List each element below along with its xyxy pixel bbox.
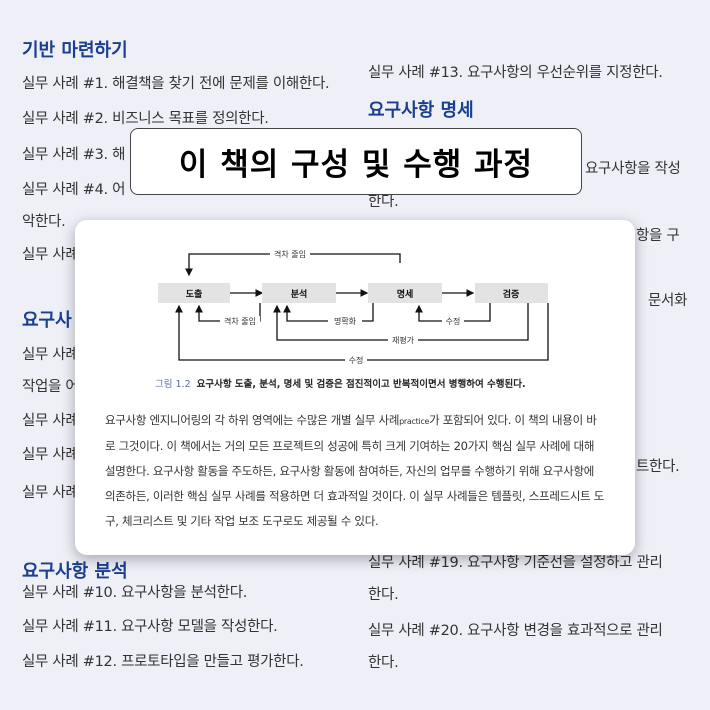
practice-item: 요구사항을 작성 bbox=[585, 161, 681, 177]
practice-item: 실무 사례 #3. 해 bbox=[22, 147, 126, 163]
edge-label: 수정 bbox=[349, 355, 364, 365]
diagram-boxes bbox=[158, 283, 548, 303]
practice-item: 실무 사례 #19. 요구사항 기준선을 설정하고 관리 bbox=[368, 555, 663, 571]
body-paragraph: 요구사항 엔지니어링의 각 하위 영역에는 수많은 개별 실무 사례practi… bbox=[105, 408, 605, 534]
arrow-feedback bbox=[175, 303, 549, 361]
practice-item: 문서화 bbox=[648, 293, 688, 309]
practice-item: 실무 사례 #13. 요구사항의 우선순위를 지정한다. bbox=[368, 65, 663, 81]
box-label: 분석 bbox=[291, 288, 308, 300]
practice-item: 실무 사례 #4. 어 bbox=[22, 182, 126, 198]
section-heading-analysis: 요구사항 분석 bbox=[22, 561, 128, 582]
practice-item: 실무 사례 #1. 해결책을 찾기 전에 문제를 이해한다. bbox=[22, 76, 330, 92]
practice-item: 실무 사례 #10. 요구사항을 분석한다. bbox=[22, 585, 248, 601]
practice-item: 작업을 어 bbox=[22, 379, 79, 395]
process-diagram: 도출 분석 명세 검증 격차 줄임 격차 줄임 명확화 수정 재평가 수정 bbox=[158, 249, 549, 365]
edge-label: 격차 줄임 bbox=[224, 316, 256, 326]
practice-item: 실무 사례 bbox=[22, 247, 79, 263]
paragraph-text: 요구사항 엔지니어링의 각 하위 영역에는 수많은 개별 실무 사례 bbox=[105, 413, 400, 427]
box-analysis bbox=[262, 283, 336, 303]
figure-card: 도출 분석 명세 검증 격차 줄임 격차 줄임 명확화 수정 재평가 수정 그림… bbox=[75, 220, 635, 555]
practice-item: 실무 사례 bbox=[22, 447, 79, 463]
edge-label: 명확화 bbox=[334, 316, 357, 326]
section-heading-spec: 요구사항 명세 bbox=[368, 100, 474, 121]
practice-item: 실무 사례 #12. 프로토타입을 만들고 평가한다. bbox=[22, 654, 304, 670]
practice-item: 항을 구 bbox=[636, 228, 680, 244]
paragraph-text: 가 포함되어 있다. 이 책의 내용이 바로 그것이다. 이 책에서는 거의 모… bbox=[105, 413, 605, 528]
figure-caption: 그림 1.2 요구사항 도출, 분석, 명세 및 검증은 점진적이고 반복적이면서… bbox=[155, 376, 526, 390]
title-banner: 이 책의 구성 및 수행 과정 bbox=[130, 128, 582, 195]
box-validation bbox=[475, 283, 548, 303]
practice-item: 악한다. bbox=[22, 214, 66, 230]
section-heading-foundation: 기반 마련하기 bbox=[22, 40, 128, 61]
box-label: 도출 bbox=[186, 288, 203, 300]
practice-item: 실무 사례 bbox=[22, 485, 79, 501]
practice-item: 트한다. bbox=[636, 459, 680, 475]
practice-item: 실무 사례 #2. 비즈니스 목표를 정의한다. bbox=[22, 111, 269, 127]
edge-label: 격차 줄임 bbox=[274, 249, 306, 259]
section-heading: 요구사 bbox=[22, 310, 72, 331]
practice-item: 한다. bbox=[368, 194, 399, 210]
practice-item: 실무 사례 #11. 요구사항 모델을 작성한다. bbox=[22, 619, 278, 635]
practice-item: 실무 사례 #20. 요구사항 변경을 효과적으로 관리 bbox=[368, 623, 663, 639]
edge-label: 재평가 bbox=[392, 335, 415, 345]
caption-text: 요구사항 도출, 분석, 명세 및 검증은 점진적이고 반복적이면서 병행하여 … bbox=[196, 379, 526, 390]
paragraph-subscript: practice bbox=[399, 417, 430, 426]
box-label: 검증 bbox=[503, 288, 520, 300]
figure-number: 그림 1.2 bbox=[155, 379, 191, 390]
box-elicitation bbox=[158, 283, 230, 303]
box-specification bbox=[368, 283, 442, 303]
box-label: 명세 bbox=[397, 288, 414, 300]
practice-item: 실무 사례 bbox=[22, 347, 79, 363]
edge-label: 수정 bbox=[446, 316, 461, 326]
practice-item: 한다. bbox=[368, 655, 399, 671]
practice-item: 실무 사례 bbox=[22, 413, 79, 429]
practice-item: 한다. bbox=[368, 587, 399, 603]
